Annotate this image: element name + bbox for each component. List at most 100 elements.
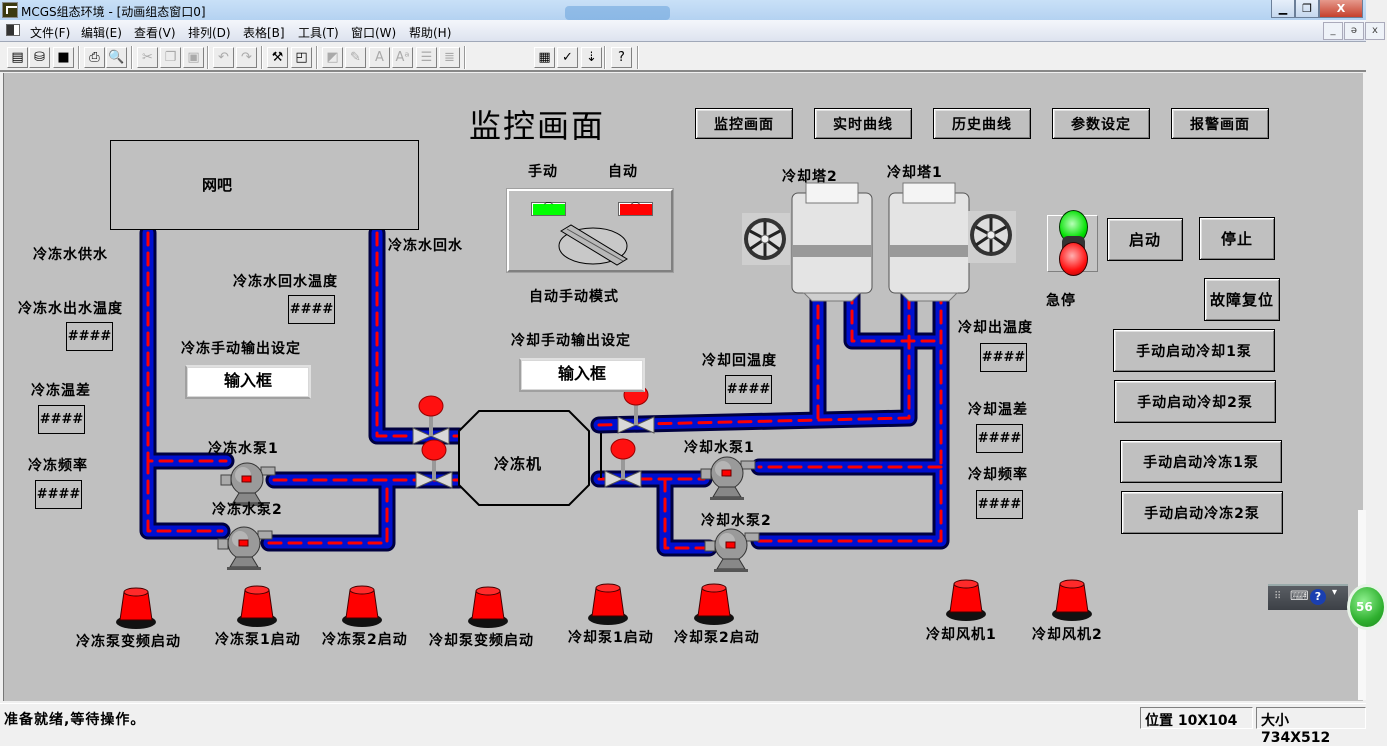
fault-reset-button[interactable]: 故障复位 bbox=[1204, 278, 1280, 321]
status-bar: 准备就绪,等待操作。 位置 10X104 大小 734X512 bbox=[0, 703, 1366, 746]
manual-start-cw-pump1-button[interactable]: 手动启动冷却1泵 bbox=[1113, 329, 1275, 372]
pipe-segment bbox=[368, 224, 468, 445]
database-icon[interactable]: ⛁ bbox=[29, 47, 50, 68]
chw-manual-output-input[interactable]: 输入框 bbox=[185, 365, 311, 399]
nav-alarm-button[interactable]: 报警画面 bbox=[1171, 108, 1269, 139]
cw-pump1-icon[interactable] bbox=[700, 456, 756, 501]
toolbar-separator bbox=[78, 46, 80, 69]
chw-temp-diff-value: #### bbox=[38, 405, 85, 434]
check-icon[interactable]: ✓ bbox=[557, 47, 578, 68]
nav-realtime-curve-button[interactable]: 实时曲线 bbox=[814, 108, 912, 139]
toolbar-separator bbox=[131, 46, 133, 69]
cooling-tower1-icon[interactable] bbox=[888, 182, 970, 302]
copy-icon[interactable]: ❐ bbox=[160, 47, 181, 68]
fill-color-icon[interactable]: ◩ bbox=[322, 47, 343, 68]
auto-indicator: ⌒ bbox=[618, 202, 653, 216]
window-icon[interactable]: ▤ bbox=[7, 47, 28, 68]
cooling-tower2-icon[interactable] bbox=[791, 182, 873, 302]
emergency-stop-button[interactable] bbox=[1047, 210, 1098, 276]
menu-table[interactable]: 表格[B] bbox=[243, 26, 285, 40]
restore-button[interactable]: ❐ bbox=[1295, 0, 1319, 18]
menu-arrange[interactable]: 排列(D) bbox=[188, 26, 231, 40]
start-button[interactable]: 启动 bbox=[1107, 218, 1183, 261]
internet-cafe-load-box: 网吧 bbox=[110, 140, 419, 230]
drawing-canvas: 监控画面 监控画面 实时曲线 历史曲线 参数设定 报警画面 网吧 手动 自动 ⌒… bbox=[3, 73, 1363, 701]
redo-icon[interactable]: ↷ bbox=[236, 47, 257, 68]
menu-help[interactable]: 帮助(H) bbox=[409, 26, 452, 40]
paste-icon[interactable]: ▣ bbox=[183, 47, 204, 68]
selector-knob-icon[interactable] bbox=[553, 221, 633, 271]
mode-caption: 自动手动模式 bbox=[529, 289, 619, 305]
lamp-label-cw-pump1: 冷却泵1启动 bbox=[568, 630, 654, 646]
close-button[interactable]: X bbox=[1319, 0, 1363, 18]
save-icon[interactable]: ■ bbox=[53, 47, 74, 68]
title-highlight bbox=[565, 6, 670, 20]
undo-icon[interactable]: ↶ bbox=[213, 47, 234, 68]
cut-icon[interactable]: ✂ bbox=[137, 47, 158, 68]
ime-toolbar[interactable]: ⠿ ⌨ ? ▾ bbox=[1268, 584, 1348, 610]
menu-tools[interactable]: 工具(T) bbox=[298, 26, 339, 40]
font-icon[interactable]: Aᵃ bbox=[392, 47, 413, 68]
nav-history-curve-button[interactable]: 历史曲线 bbox=[933, 108, 1031, 139]
document-icon[interactable] bbox=[6, 24, 20, 36]
box-label: 网吧 bbox=[202, 176, 233, 194]
pipe-segment bbox=[146, 459, 224, 533]
chw-temp-diff-label: 冷冻温差 bbox=[31, 383, 91, 399]
toolbar-separator bbox=[464, 46, 466, 69]
minimize-button[interactable]: ▁ bbox=[1271, 0, 1295, 18]
print-preview-icon[interactable]: 🔍 bbox=[106, 47, 127, 68]
chw-manual-output-label: 冷冻手动输出设定 bbox=[181, 341, 301, 357]
fan1-icon[interactable] bbox=[968, 211, 1016, 263]
auto-manual-switch[interactable]: ⌒ ⌒ bbox=[507, 189, 673, 272]
mdi-restore-button[interactable]: ǝ bbox=[1344, 22, 1364, 40]
lamp-label-chw-pump2: 冷冻泵2启动 bbox=[322, 632, 408, 648]
align-icon[interactable]: ≣ bbox=[439, 47, 460, 68]
fan2-icon[interactable] bbox=[742, 213, 790, 265]
menu-view[interactable]: 查看(V) bbox=[134, 26, 176, 40]
mdi-close-button[interactable]: x bbox=[1365, 22, 1385, 40]
chw-return-temp-value: #### bbox=[288, 295, 335, 324]
cw-pump2-icon[interactable] bbox=[704, 528, 760, 573]
pipe-segment bbox=[263, 477, 393, 549]
chw-freq-label: 冷冻频率 bbox=[28, 458, 88, 474]
menu-file[interactable]: 文件(F) bbox=[30, 26, 71, 40]
keyboard-icon[interactable]: ⌨ bbox=[1290, 589, 1309, 604]
text-color-icon[interactable]: A bbox=[369, 47, 390, 68]
frame-icon[interactable]: ◰ bbox=[291, 47, 312, 68]
cw-manual-output-label: 冷却手动输出设定 bbox=[511, 333, 631, 349]
nav-monitor-button[interactable]: 监控画面 bbox=[695, 108, 793, 139]
mdi-minimize-button[interactable]: _ bbox=[1323, 22, 1343, 40]
collapse-icon[interactable]: ▾ bbox=[1332, 587, 1338, 598]
lamp-label-cw-fan1: 冷却风机1 bbox=[926, 627, 997, 643]
help-pointer-icon[interactable]: ? bbox=[611, 47, 632, 68]
help-icon[interactable]: ? bbox=[1310, 589, 1326, 605]
tools-icon[interactable]: ⚒ bbox=[267, 47, 288, 68]
properties-icon[interactable]: ▦ bbox=[534, 47, 555, 68]
chw-out-temp-value: #### bbox=[66, 322, 113, 351]
chw-pump1-label: 冷冻水泵1 bbox=[208, 441, 279, 457]
stop-button[interactable]: 停止 bbox=[1199, 217, 1275, 260]
cw-return-temp-value: #### bbox=[725, 375, 772, 404]
line-style-icon[interactable]: ☰ bbox=[416, 47, 437, 68]
menu-edit[interactable]: 编辑(E) bbox=[81, 26, 122, 40]
status-size: 大小 734X512 bbox=[1256, 707, 1366, 746]
nav-parameters-button[interactable]: 参数设定 bbox=[1052, 108, 1150, 139]
status-position: 位置 10X104 bbox=[1140, 707, 1253, 729]
manual-start-chw-pump2-button[interactable]: 手动启动冷冻2泵 bbox=[1121, 491, 1283, 534]
sort-icon[interactable]: ⇣ bbox=[581, 47, 602, 68]
lamp-label-chw-pump1: 冷冻泵1启动 bbox=[215, 632, 301, 648]
print-icon[interactable]: ⎙ bbox=[84, 47, 105, 68]
piping-diagram bbox=[115, 182, 1093, 630]
lamp-label-cw-fan2: 冷却风机2 bbox=[1032, 627, 1103, 643]
cw-manual-output-input[interactable]: 输入框 bbox=[519, 358, 645, 392]
drag-handle-icon[interactable]: ⠿ bbox=[1274, 591, 1282, 602]
manual-start-cw-pump2-button[interactable]: 手动启动冷却2泵 bbox=[1114, 380, 1276, 423]
menu-window[interactable]: 窗口(W) bbox=[351, 26, 397, 40]
lamp-cw-pump1 bbox=[587, 583, 629, 626]
auto-label: 自动 bbox=[608, 164, 638, 180]
manual-start-chw-pump1-button[interactable]: 手动启动冷冻1泵 bbox=[1120, 440, 1282, 483]
toolbar-separator bbox=[316, 46, 318, 69]
line-color-icon[interactable]: ✎ bbox=[345, 47, 366, 68]
floating-badge[interactable]: 56 bbox=[1347, 584, 1387, 630]
pipe-segment bbox=[260, 474, 396, 552]
